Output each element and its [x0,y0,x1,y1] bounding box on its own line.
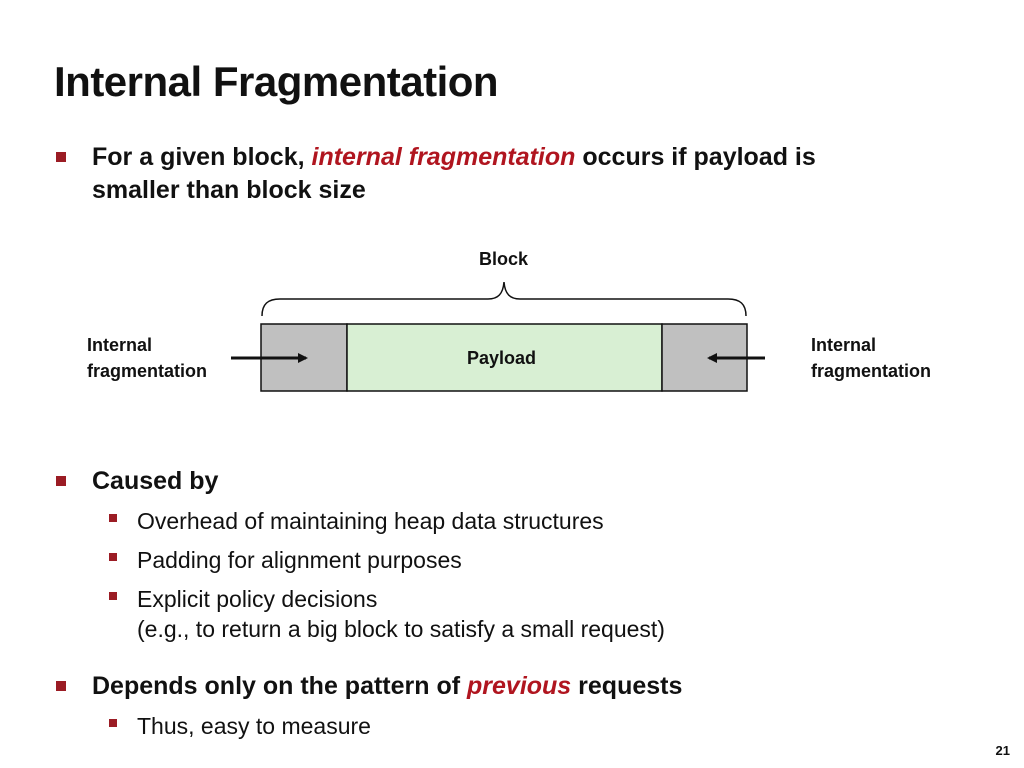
bullet-marker [56,681,66,691]
list-item: Padding for alignment purposes [109,545,665,575]
payload-label: Payload [467,348,537,368]
bullet-definition-line1: For a given block, internal fragmentatio… [92,141,816,174]
right-label-line2: fragmentation [811,361,932,381]
caused-by-list: Overhead of maintaining heap data struct… [109,506,665,644]
list-item-continuation: (e.g., to return a big block to satisfy … [137,616,665,642]
sub-bullet-marker [109,553,117,561]
sub-bullet-marker [109,514,117,522]
page-number: 21 [995,743,1010,758]
bullet-depends-prefix: Depends only on the pattern of [92,672,468,700]
bullet-definition-suffix: occurs if payload is [575,143,816,171]
block-diagram-svg [231,281,765,392]
list-item-text: Thus, easy to measure [137,713,371,739]
left-internal-fragmentation-label: Internal fragmentation [87,332,207,384]
sub-bullet-marker [109,719,117,727]
bullet-depends-suffix: requests [571,672,683,700]
list-item-text: Padding for alignment purposes [137,547,462,573]
right-internal-fragmentation-label: Internal fragmentation [811,332,931,384]
bullet-definition-prefix: For a given block, [92,143,312,171]
bullet-definition-line2: smaller than block size [92,176,366,204]
bullet-marker [56,476,66,486]
right-label-line1: Internal [811,335,877,355]
bullet-caused-by-heading: Caused by [92,467,219,495]
bullet-depends-on: Depends only on the pattern of previous … [56,670,683,703]
left-label-line2: fragmentation [87,361,208,381]
list-item: Thus, easy to measure [109,711,371,741]
slide-title: Internal Fragmentation [54,58,499,105]
block-brace [261,281,747,317]
list-item-text: Overhead of maintaining heap data struct… [137,508,604,534]
left-label-line1: Internal [87,335,153,355]
bullet-depends-emphasis: previous [467,672,572,700]
bullet-marker [56,152,66,162]
list-item: Explicit policy decisions (e.g., to retu… [109,584,665,644]
payload-region [346,323,663,392]
list-item-text: Explicit policy decisions [137,586,378,612]
list-item: Overhead of maintaining heap data struct… [109,506,665,536]
depends-on-list: Thus, easy to measure [109,711,371,750]
sub-bullet-marker [109,592,117,600]
bullet-definition-emphasis: internal fragmentation [311,143,576,171]
block-diagram: Block Payload Internal fragmentation Int… [0,240,1024,410]
bullet-definition: For a given block, internal fragmentatio… [56,141,816,207]
block-label: Block [479,249,529,269]
bullet-caused-by: Caused by [56,465,219,498]
